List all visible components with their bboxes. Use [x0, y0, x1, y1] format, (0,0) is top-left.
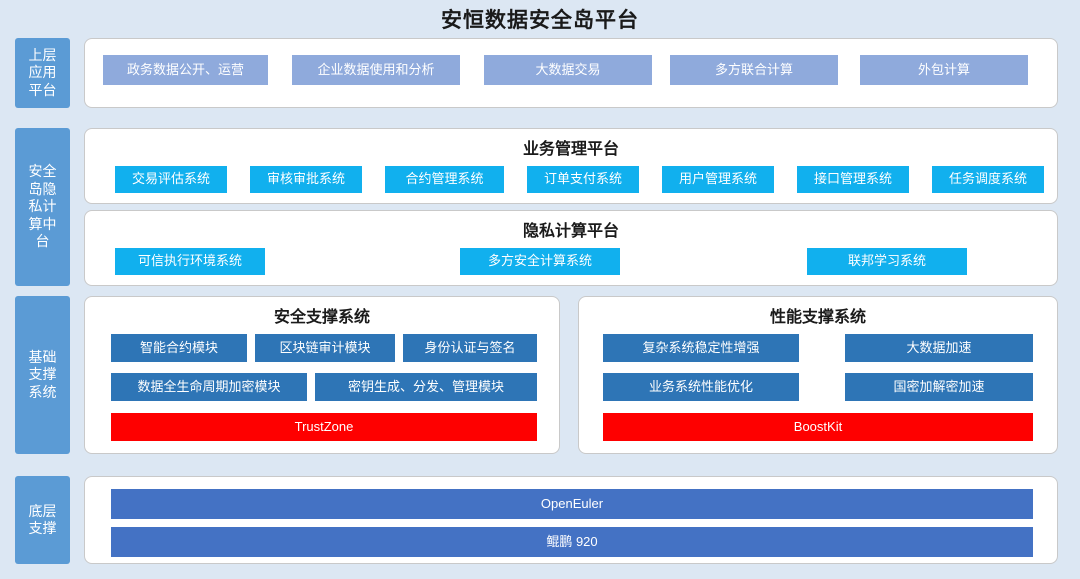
app-item-enterprise-data[interactable]: 企业数据使用和分析 — [292, 55, 460, 85]
biz-item-contract-management[interactable]: 合约管理系统 — [385, 166, 504, 193]
page-title: 安恒数据安全岛平台 — [441, 9, 639, 32]
panel-title-security-support: 安全支撑系统 — [273, 309, 370, 326]
app-item-bigdata-trading[interactable]: 大数据交易 — [484, 55, 652, 85]
panel-title-performance-support: 性能支撑系统 — [769, 309, 866, 326]
layer-tab-line: 私计 — [28, 198, 57, 215]
sec-item-key-management[interactable]: 密钥生成、分发、管理模块 — [315, 373, 537, 401]
layer-tab-line: 底层 — [28, 502, 57, 519]
sec-item-full-lifecycle-encryption[interactable]: 数据全生命周期加密模块 — [111, 373, 307, 401]
panel-application-platform: 政务数据公开、运营 企业数据使用和分析 大数据交易 多方联合计算 外包计算 — [84, 38, 1058, 108]
panel-performance-support: 性能支撑系统 复杂系统稳定性增强 大数据加速 业务系统性能优化 国密加解密加速 … — [578, 296, 1058, 454]
sec-item-blockchain-audit[interactable]: 区块链审计模块 — [255, 334, 395, 362]
biz-item-user-management[interactable]: 用户管理系统 — [662, 166, 774, 193]
app-item-outsourced-compute[interactable]: 外包计算 — [860, 55, 1028, 85]
app-item-multiparty-compute[interactable]: 多方联合计算 — [670, 55, 838, 85]
biz-item-task-scheduling[interactable]: 任务调度系统 — [932, 166, 1044, 193]
layer-tab-line: 平台 — [28, 81, 57, 98]
perf-item-bigdata-acceleration[interactable]: 大数据加速 — [845, 334, 1033, 362]
layer-tab-line: 支撑 — [28, 520, 57, 536]
biz-item-review-approval[interactable]: 审核审批系统 — [250, 166, 362, 193]
sec-item-identity-signature[interactable]: 身份认证与签名 — [403, 334, 537, 362]
biz-item-interface-management[interactable]: 接口管理系统 — [797, 166, 909, 193]
panel-privacy-computing: 隐私计算平台 可信执行环境系统 多方安全计算系统 联邦学习系统 — [84, 210, 1058, 286]
layer-tab-line: 系统 — [28, 383, 57, 400]
layer-tab-line: 基础 — [28, 348, 57, 365]
layer-tab-line: 支撑 — [28, 366, 57, 383]
panel-title-privacy-computing: 隐私计算平台 — [522, 223, 619, 240]
privacy-item-mpc[interactable]: 多方安全计算系统 — [460, 248, 620, 275]
panel-business-management: 业务管理平台 交易评估系统 审核审批系统 合约管理系统 订单支付系统 用户管理系… — [84, 128, 1058, 204]
layer-tab-line: 岛隐 — [28, 180, 57, 197]
sec-item-smart-contract[interactable]: 智能合约模块 — [111, 334, 247, 362]
layer-tab-line: 上层 — [28, 46, 57, 63]
layer-tab-privacy-midplatform: 安全 岛隐 私计 算中 台 — [15, 128, 70, 286]
layer-tab-line: 安全 — [28, 163, 57, 180]
app-item-government-data[interactable]: 政务数据公开、运营 — [103, 55, 268, 85]
privacy-item-tee[interactable]: 可信执行环境系统 — [115, 248, 265, 275]
panel-security-support: 安全支撑系统 智能合约模块 区块链审计模块 身份认证与签名 数据全生命周期加密模… — [84, 296, 560, 454]
panel-underlying-support: OpenEuler 鲲鹏 920 — [84, 476, 1058, 564]
perf-item-boostkit[interactable]: BoostKit — [603, 413, 1033, 441]
biz-item-order-payment[interactable]: 订单支付系统 — [527, 166, 639, 193]
infra-item-openeuler[interactable]: OpenEuler — [111, 489, 1033, 519]
layer-tab-line: 算中 — [28, 215, 57, 232]
layer-tab-line: 应用 — [28, 64, 57, 81]
layer-tab-application: 上层 应用 平台 — [15, 38, 70, 108]
biz-item-trade-evaluation[interactable]: 交易评估系统 — [115, 166, 227, 193]
panel-title-business-management: 业务管理平台 — [522, 141, 619, 158]
sec-item-trustzone[interactable]: TrustZone — [111, 413, 537, 441]
privacy-item-federated-learning[interactable]: 联邦学习系统 — [807, 248, 967, 275]
perf-item-business-performance-optimization[interactable]: 业务系统性能优化 — [603, 373, 799, 401]
layer-tab-line: 台 — [35, 233, 50, 250]
infra-item-kunpeng-920[interactable]: 鲲鹏 920 — [111, 527, 1033, 557]
perf-item-sm-crypto-acceleration[interactable]: 国密加解密加速 — [845, 373, 1033, 401]
perf-item-complex-system-stability[interactable]: 复杂系统稳定性增强 — [603, 334, 799, 362]
layer-tab-underlying-support: 底层 支撑 — [15, 476, 70, 564]
layer-tab-foundation-support: 基础 支撑 系统 — [15, 296, 70, 454]
